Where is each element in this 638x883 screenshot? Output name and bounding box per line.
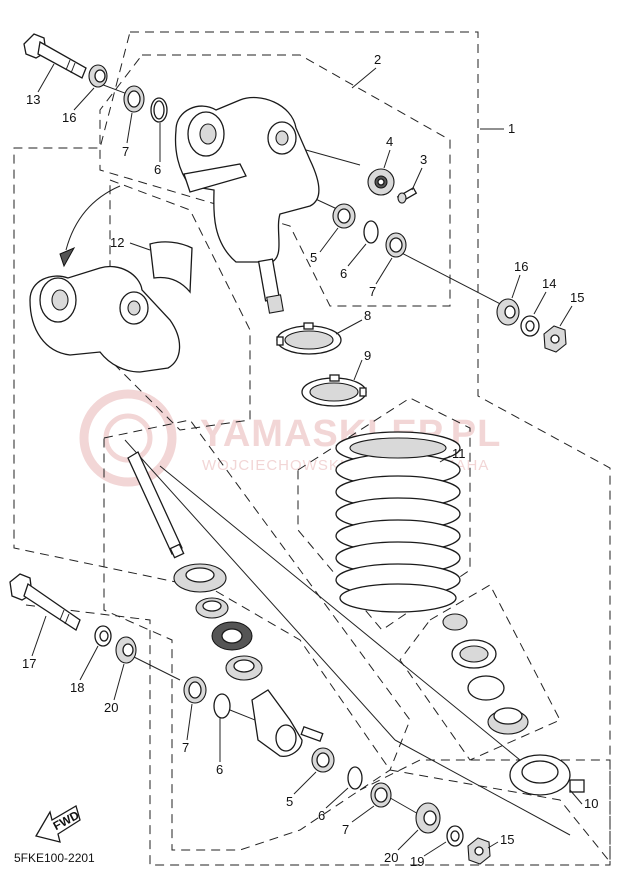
part-6-oil-seal-top — [150, 97, 168, 123]
callout-16: 16 — [62, 110, 76, 125]
callout-3: 3 — [420, 152, 427, 167]
part-17-bolt-bottom — [9, 573, 81, 631]
part-11-spring — [335, 431, 461, 613]
part-20-collar-right — [415, 802, 441, 834]
callout-6: 6 — [216, 762, 223, 777]
callout-5: 5 — [286, 794, 293, 809]
direction-arrow-icon — [59, 246, 76, 268]
part-6-oil-seal-lower — [213, 693, 231, 719]
part-16-collar-right — [496, 298, 520, 326]
outline-damper-kit-10 — [399, 584, 561, 761]
part-7-bushing-bottom — [370, 782, 392, 808]
part-6-oil-seal-mid — [363, 220, 379, 244]
callout-11: 11 — [452, 446, 466, 461]
outline-shock-body-2 — [99, 54, 451, 307]
callout-13: 13 — [26, 92, 40, 107]
callout-9: 9 — [364, 348, 371, 363]
callout-15: 15 — [570, 290, 584, 305]
part-3-screw — [396, 187, 418, 204]
callout-1: 1 — [508, 121, 515, 136]
callout-6: 6 — [318, 808, 325, 823]
callout-7: 7 — [342, 822, 349, 837]
callout-15: 15 — [500, 832, 514, 847]
callout-6: 6 — [154, 162, 161, 177]
part-10-damper-kit — [442, 613, 585, 796]
callout-labels: 13 16 7 6 2 1 4 3 12 5 6 7 16 14 15 8 9 … — [22, 52, 598, 869]
callout-18: 18 — [70, 680, 84, 695]
callout-12: 12 — [110, 235, 124, 250]
callout-19: 19 — [410, 854, 424, 869]
callout-20: 20 — [384, 850, 398, 865]
group-outlines — [13, 31, 611, 866]
part-19-washer — [446, 825, 464, 847]
callout-5: 5 — [310, 250, 317, 265]
outline-bottom-bolt — [25, 604, 611, 866]
callout-16: 16 — [514, 259, 528, 274]
part-9-locknut — [301, 374, 367, 407]
callout-14: 14 — [542, 276, 556, 291]
part-7-bushing-lower — [183, 676, 207, 704]
callout-17: 17 — [22, 656, 36, 671]
watermark-logo-icon — [79, 389, 177, 487]
callout-6: 6 — [340, 266, 347, 281]
piston-rod-assembly — [127, 451, 324, 757]
callout-10: 10 — [584, 796, 598, 811]
callout-7: 7 — [182, 740, 189, 755]
part-15-nut-bottom — [467, 837, 491, 865]
callout-20: 20 — [104, 700, 118, 715]
part-13-bolt-top — [23, 33, 87, 79]
watermark-logo-inner-icon — [103, 413, 153, 463]
part-6-oil-seal-bottom — [347, 766, 363, 790]
part-7-bushing-top — [123, 85, 145, 113]
part-14-washer — [520, 315, 540, 337]
part-2-shock-body — [174, 96, 320, 314]
callout-4: 4 — [386, 134, 393, 149]
part-16-collar-top — [88, 64, 108, 88]
callout-2: 2 — [374, 52, 381, 67]
part-4-adjuster — [367, 168, 395, 196]
fwd-indicator: FWD — [35, 805, 82, 843]
part-12-inset-shock — [29, 185, 193, 373]
part-7-bushing-mid — [385, 232, 407, 258]
part-8-locknut — [276, 322, 342, 355]
part-15-nut-top — [543, 325, 567, 353]
leader-lines — [89, 79, 571, 836]
part-5-bushing-mid — [332, 203, 356, 229]
callout-7: 7 — [122, 144, 129, 159]
callout-8: 8 — [364, 308, 371, 323]
part-20-collar-left — [115, 636, 137, 664]
callout-7: 7 — [369, 284, 376, 299]
diagram-code: 5FKE100-2201 — [14, 851, 95, 865]
outline-rod-assy — [103, 419, 411, 851]
fwd-arrow-icon — [35, 805, 81, 843]
part-18-washer — [94, 625, 112, 647]
part-5-bushing-lower — [311, 747, 335, 773]
